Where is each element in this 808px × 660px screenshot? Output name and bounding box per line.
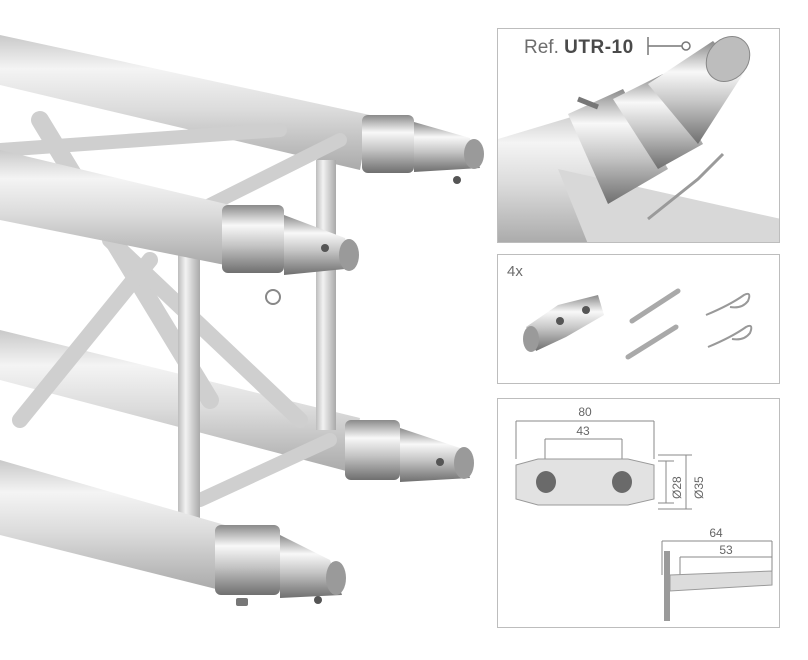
dim-pin-inner-length: 53: [719, 543, 733, 557]
truss-section-image: [0, 35, 484, 606]
r-clips-image: [705, 292, 753, 348]
dim-spigot-length: 80: [578, 405, 592, 419]
truss-verticals: [178, 160, 336, 525]
technical-drawing-panel: 80 43 Ø28 Ø35 64 53: [497, 398, 780, 628]
front-top-chord: [0, 150, 230, 265]
product-reference: Ref. UTR-10: [524, 37, 634, 59]
dim-hole-spacing: 43: [576, 424, 590, 438]
conical-connector-bottom-front: [215, 525, 346, 606]
spigot-side-view: [515, 458, 655, 506]
dimension-drawing: 80 43 Ø28 Ø35 64 53: [515, 405, 773, 621]
pin-side-view: [664, 551, 773, 621]
ref-code: UTR-10: [564, 37, 634, 58]
accessories-quantity: 4x: [507, 263, 523, 280]
spigot-image: [523, 295, 604, 352]
conical-connector-top-front: [222, 205, 359, 305]
spring-pins-image: [625, 288, 681, 360]
accessories-image: [523, 288, 753, 360]
conical-connector-bottom-back: [345, 420, 474, 482]
dim-pin-length: 64: [709, 526, 723, 540]
ref-prefix: Ref.: [524, 37, 559, 58]
connector-closeup-image: [498, 36, 779, 242]
conical-connector-top-back: [362, 115, 484, 184]
dim-diameter-large: Ø35: [692, 476, 706, 499]
dim-diameter-small: Ø28: [670, 476, 684, 499]
connector-closeup-panel: Ref. UTR-10: [497, 28, 780, 243]
accessories-panel: 4x: [497, 254, 780, 384]
front-bottom-chord: [0, 460, 225, 590]
